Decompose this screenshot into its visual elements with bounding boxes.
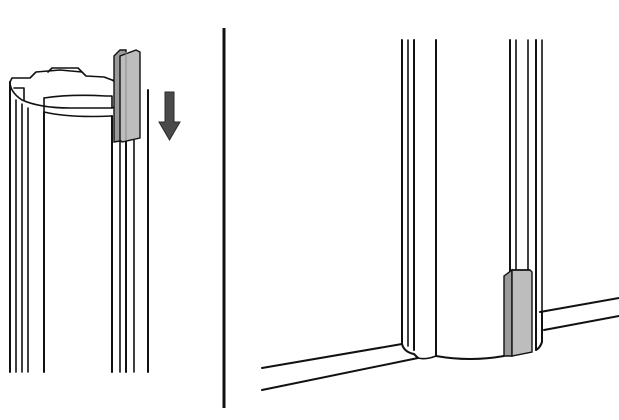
cover-strip [503, 268, 533, 357]
down-arrow-icon [158, 91, 181, 141]
floor-track [261, 297, 619, 391]
post-body [401, 39, 543, 360]
post-body [9, 81, 149, 373]
left-panel [9, 49, 181, 373]
right-panel [261, 39, 619, 391]
cover-strip [113, 49, 141, 143]
